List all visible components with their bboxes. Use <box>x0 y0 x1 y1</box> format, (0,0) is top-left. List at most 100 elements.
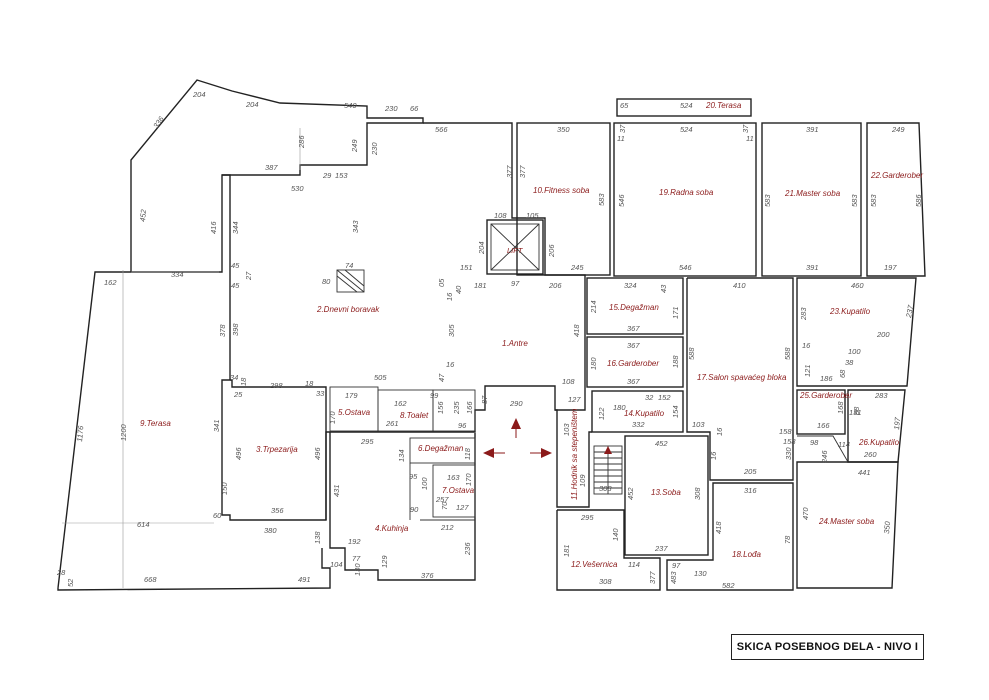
dimension-label: 16 <box>446 360 455 369</box>
dimension-label: 32 <box>645 393 654 402</box>
dimension-label: 129 <box>380 555 389 568</box>
dimension-label: 05 <box>437 278 446 287</box>
dimension-label: 181 <box>474 281 487 290</box>
dimension-label: 127 <box>568 395 581 404</box>
dimension-label: 431 <box>332 484 341 497</box>
dimension-label: 491 <box>298 575 311 584</box>
dimension-label: 104 <box>330 560 343 569</box>
dimension-label: 330 <box>784 447 793 460</box>
dimension-label: 235 <box>452 401 461 415</box>
dimension-label: 295 <box>360 437 374 446</box>
dimension-label: 130 <box>694 569 707 578</box>
kitchen-outline <box>329 432 476 581</box>
dimension-label: 377 <box>648 571 657 584</box>
dimension-label: 197 <box>892 416 902 430</box>
room-label: 16.Garderober <box>607 359 659 368</box>
dimension-label: 483 <box>669 571 678 584</box>
dimension-label: 583 <box>869 194 878 207</box>
dimension-label: 204 <box>245 100 259 109</box>
dimension-label: 186 <box>820 374 833 383</box>
dimension-label: 230 <box>384 104 398 113</box>
bathroom-23 <box>796 277 917 387</box>
dimension-label: 11 <box>746 134 754 143</box>
dimension-label: 154 <box>671 405 680 418</box>
dimension-label: 249 <box>350 139 359 153</box>
dimension-label: 470 <box>801 507 810 520</box>
dimension-label: 170 <box>464 473 473 486</box>
dimension-label: 33 <box>316 389 325 398</box>
room-label: 1.Antre <box>502 339 528 348</box>
dimension-label: 163 <box>447 473 460 482</box>
dimension-label: 96 <box>458 421 467 430</box>
dimension-label: 45 <box>231 261 240 270</box>
dimension-label: 380 <box>264 526 277 535</box>
dimension-label: 103 <box>562 423 571 436</box>
dimension-label: 108 <box>562 377 575 386</box>
degazman-6 <box>409 437 476 464</box>
arrow-up-icon <box>511 418 521 429</box>
dimension-label: 68 <box>838 369 847 378</box>
dimension-label: 16 <box>715 427 724 436</box>
room-label: 8.Toalet <box>400 411 429 420</box>
master-24 <box>796 461 899 589</box>
dimension-label: 350 <box>882 520 892 534</box>
dimension-label: 452 <box>626 487 635 500</box>
dimension-label: 1176 <box>75 424 85 442</box>
dimension-label: 230 <box>370 142 379 156</box>
dimension-label: 114 <box>838 440 850 449</box>
dimension-label: 97 <box>511 279 520 288</box>
dimension-label: 29 <box>322 171 332 180</box>
dimension-label: 134 <box>397 449 406 462</box>
dimension-label: 181 <box>562 544 571 557</box>
dimension-label: 140 <box>611 528 620 541</box>
dimension-label: 410 <box>733 281 746 290</box>
terrace-9-bottom <box>57 548 331 591</box>
dimension-label: 197 <box>884 263 897 272</box>
dimension-label: 98 <box>810 438 819 447</box>
dimension-label: 668 <box>144 575 157 584</box>
room-label: 21.Master soba <box>784 189 841 198</box>
lift-label: LIFT <box>507 246 524 255</box>
dimension-label: 212 <box>440 523 454 532</box>
dimension-label: 586 <box>914 194 923 207</box>
dimension-label: 87 <box>480 395 489 404</box>
dimension-label: 37 <box>741 124 750 133</box>
dimension-label: 158 <box>783 437 796 446</box>
dimension-label: 344 <box>231 221 240 234</box>
dimension-label: 334 <box>171 270 184 279</box>
bathroom-14 <box>591 390 684 433</box>
room-label: 20.Terasa <box>705 101 742 110</box>
dimension-label: 524 <box>680 101 693 110</box>
hall-block <box>432 389 476 432</box>
dimension-label: 121 <box>803 364 812 377</box>
dimension-label: 418 <box>572 324 581 337</box>
dimension-label: 37 <box>618 124 627 133</box>
dimension-label: 152 <box>658 393 671 402</box>
dimension-label: 109 <box>578 474 587 487</box>
room-label: 18.Lođa <box>732 550 761 559</box>
room-label: 15.Degažman <box>609 303 659 312</box>
room-label: 2.Dnevni boravak <box>316 305 380 314</box>
dining-outline <box>230 379 327 520</box>
dimension-label: 43 <box>659 284 668 293</box>
dimension-label: 16 <box>445 292 454 301</box>
dimension-label: 524 <box>680 125 693 134</box>
dimension-label: 332 <box>632 420 645 429</box>
dimension-label: 530 <box>291 184 304 193</box>
dimension-label: 305 <box>447 324 456 337</box>
dimension-label: 171 <box>671 306 680 319</box>
dimension-label: 47 <box>437 373 446 382</box>
dimension-label: 18 <box>239 377 248 386</box>
dimension-label: 367 <box>627 341 640 350</box>
dimension-label: 166 <box>817 421 830 430</box>
arrow-right-icon <box>541 448 552 458</box>
dimension-label: 341 <box>212 419 221 432</box>
dimension-label: 74 <box>345 261 353 270</box>
dimension-label: 566 <box>435 125 448 134</box>
dimension-label: 34 <box>230 373 238 382</box>
dimension-label: 162 <box>104 278 117 287</box>
dimension-label: 283 <box>874 391 888 400</box>
dimension-label: 418 <box>714 521 723 534</box>
dimension-label: 78 <box>783 535 792 544</box>
dimension-label: 387 <box>265 163 278 172</box>
